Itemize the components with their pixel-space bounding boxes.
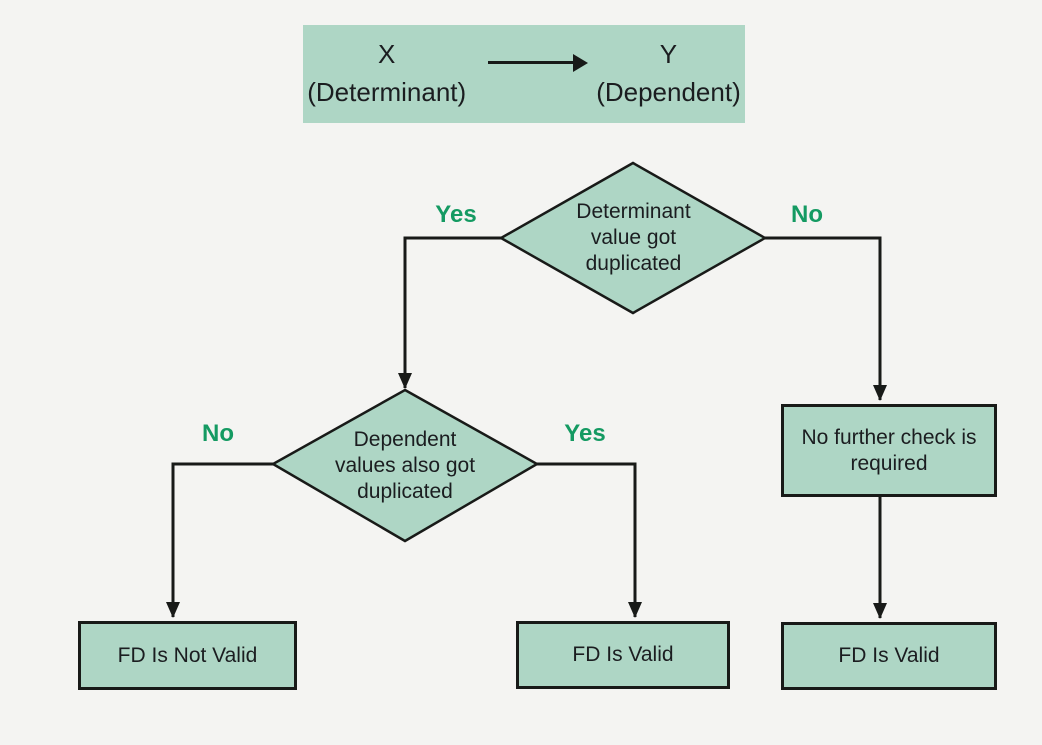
decision1-diamond-shape — [498, 161, 768, 315]
dependent-caption: (Dependent) — [596, 77, 741, 107]
determinant-column: X (Determinant) — [307, 35, 466, 111]
decision2-diamond-shape — [270, 388, 540, 543]
decision1-no-label: No — [791, 201, 823, 228]
result-fd-not-valid-box: FD Is Not Valid — [78, 621, 297, 690]
dependent-symbol: Y — [659, 39, 678, 69]
determinant-caption: (Determinant) — [307, 77, 467, 107]
right-arrow-icon — [488, 53, 589, 72]
decision1-yes-label: Yes — [435, 201, 477, 228]
dependent-column: Y (Dependent) — [596, 35, 741, 111]
result-fd-valid-right-box: FD Is Valid — [781, 622, 997, 690]
decision2-label: Dependent values also got duplicated — [334, 428, 476, 503]
decision1-label: Determinant value got duplicated — [576, 200, 691, 275]
fd-legend-box: X (Determinant) Y (Dependent) — [303, 25, 745, 123]
decision2-no-label: No — [202, 420, 234, 447]
connector-decision2-yes — [537, 462, 642, 618]
connector-decision2-no — [166, 462, 273, 618]
connector-decision1-yes — [398, 236, 501, 389]
determinant-symbol: X — [378, 39, 396, 69]
decision2-yes-label: Yes — [564, 420, 606, 447]
result-fd-valid-middle-box: FD Is Valid — [516, 621, 730, 689]
process-no-further-check-box: No further check is required — [781, 404, 997, 497]
connector-decision1-no — [765, 236, 887, 401]
